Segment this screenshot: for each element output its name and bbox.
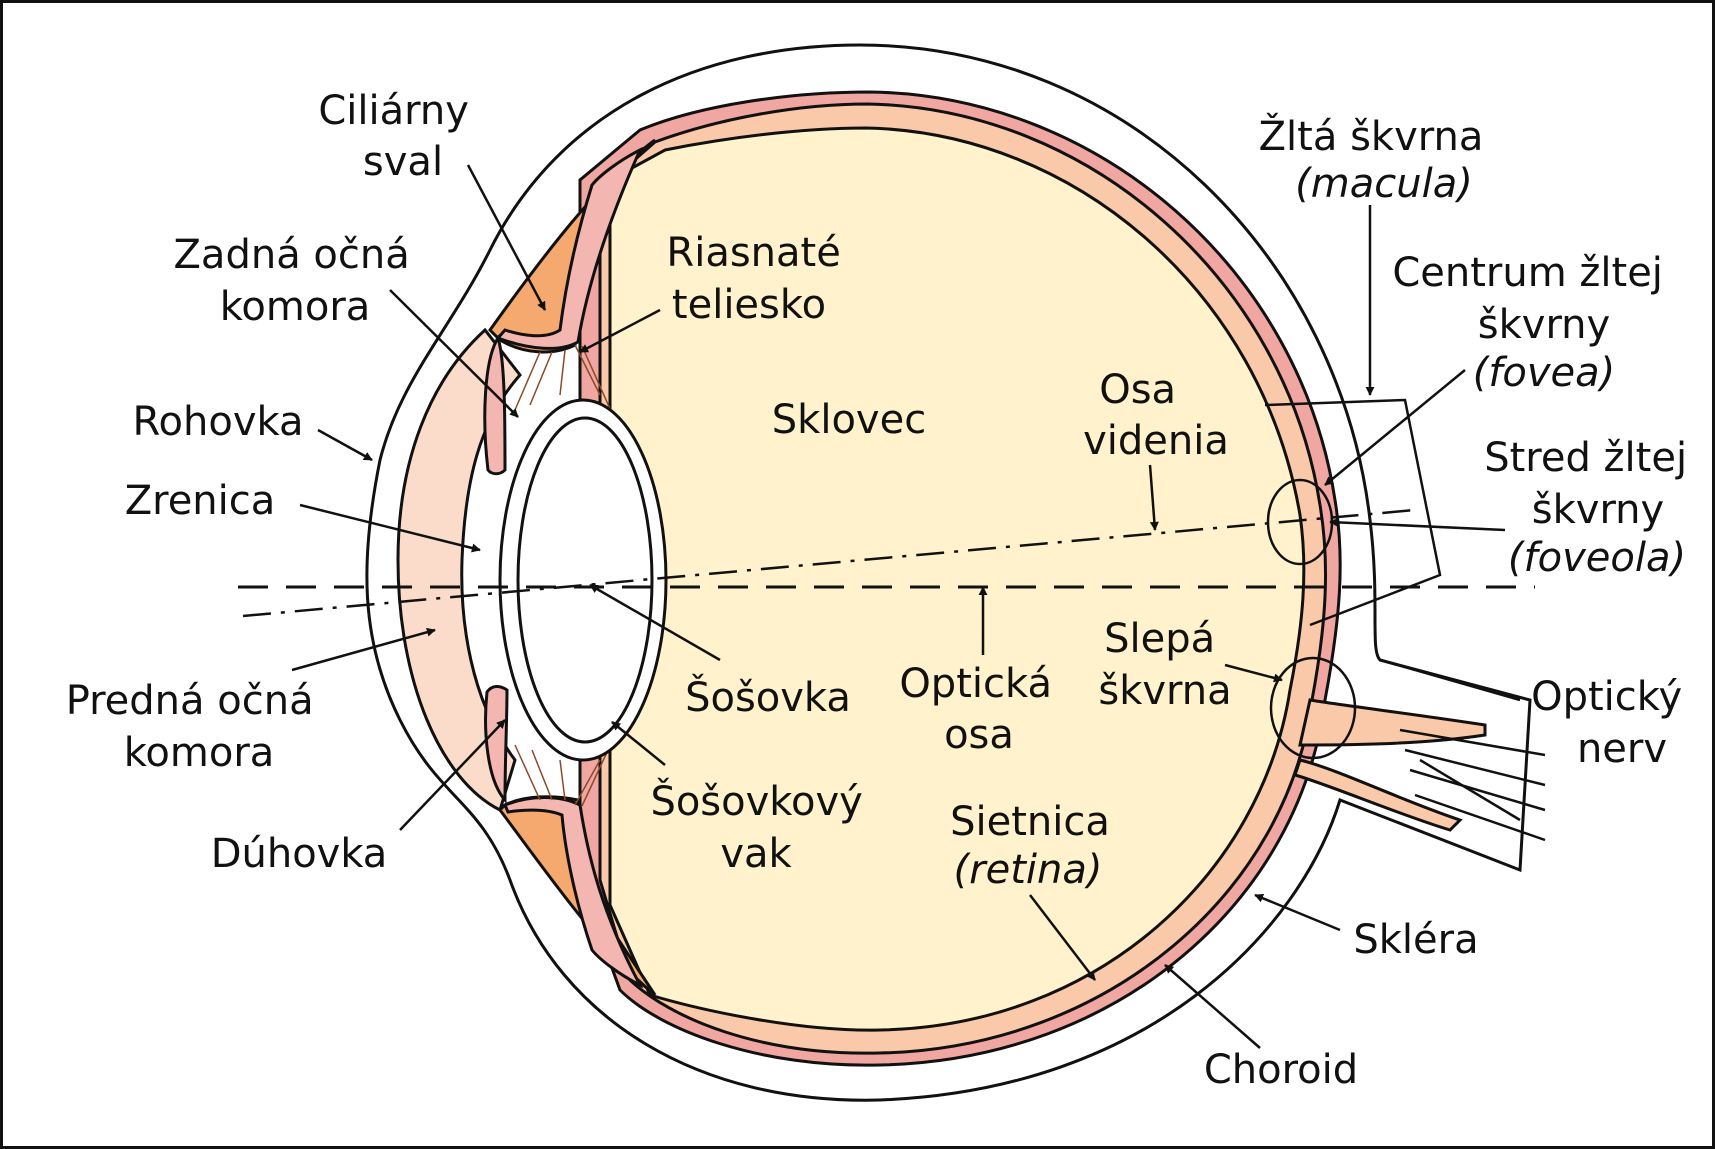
lens-capsule-label-line2: vak [720, 831, 792, 877]
fovea-label-line2: škvrny [1478, 302, 1610, 348]
iris-label: Dúhovka [211, 831, 388, 877]
optic-nerve-label: Optický nerv [1531, 674, 1695, 772]
vitreous-label: Sklovec [772, 397, 926, 443]
anterior-chamber-label-line2: komora [124, 730, 275, 776]
visual-axis-label: Osa videnia [1083, 367, 1229, 464]
blind-spot-label-line2: škvrna [1098, 668, 1231, 714]
anterior-chamber-label: Predná očná komora [66, 678, 327, 776]
foveola-label-line2: škvrny [1532, 487, 1664, 533]
visual-axis-line [242, 508, 1416, 618]
sclera-label: Skléra [1353, 917, 1478, 963]
foveola-label-line1: Stred žltej [1484, 435, 1687, 481]
optical-axis-label: Optická osa [899, 661, 1064, 758]
macula-label: Žltá škvrna [1259, 112, 1484, 160]
ciliary-body-label-line1: Riasnaté [666, 230, 840, 276]
retina-latin-label: (retina) [954, 847, 1103, 893]
zonular-fibers [514, 344, 616, 807]
optic-nerve-label-line1: Optický [1531, 674, 1682, 720]
fovea-label-line1: Centrum žltej [1392, 250, 1663, 296]
anterior-chamber-label-line1: Predná očná [66, 678, 314, 724]
optical-axis-label-line2: osa [944, 712, 1014, 758]
cornea-label: Rohovka [133, 399, 304, 445]
foveola-label: Stred žltej škvrny [1484, 435, 1700, 533]
ciliary-body-lower [503, 796, 644, 989]
lens-capsule-label-line1: Šošovkový [650, 777, 862, 825]
visual-axis-label-line1: Osa [1099, 367, 1176, 413]
pupil-label: Zrenica [125, 478, 276, 524]
optic-nerve-label-line2: nerv [1577, 726, 1667, 772]
anterior-chamber-shape [396, 327, 522, 813]
lens-shape [516, 416, 654, 744]
posterior-chamber-label-line1: Zadná očná [174, 232, 410, 278]
ciliary-body-label: Riasnaté teliesko [666, 230, 853, 328]
ciliary-muscle-label-line1: Ciliárny [318, 88, 469, 134]
ciliary-body-upper [495, 146, 644, 350]
blind-spot-label: Slepá škvrna [1098, 616, 1231, 714]
retina-label: Sietnica [950, 799, 1110, 845]
lens-capsule-label: Šošovkový vak [650, 777, 875, 877]
ciliary-muscle-label-line2: sval [363, 139, 443, 185]
macula-latin-label: (macula) [1295, 161, 1473, 207]
iris-lower [484, 685, 509, 804]
macula-region [1264, 398, 1442, 760]
posterior-chamber-label-line2: komora [220, 284, 371, 330]
foveola-latin-label: (foveola) [1508, 535, 1686, 581]
fovea-label: Centrum žltej škvrny [1392, 250, 1675, 348]
choroid-label: Choroid [1204, 1047, 1358, 1093]
ciliary-body-label-line2: teliesko [672, 282, 826, 328]
leader-lines [291, 164, 1521, 1049]
optical-axis-label-line1: Optická [899, 661, 1052, 707]
ciliary-muscle-label: Ciliárny sval [318, 88, 481, 185]
visual-axis-label-line2: videnia [1083, 418, 1229, 464]
posterior-chamber-label: Zadná očná komora [174, 232, 423, 330]
blind-spot-label-line1: Slepá [1104, 616, 1215, 662]
lens-label: Šošovka [685, 673, 851, 721]
fovea-latin-label: (fovea) [1473, 350, 1616, 396]
